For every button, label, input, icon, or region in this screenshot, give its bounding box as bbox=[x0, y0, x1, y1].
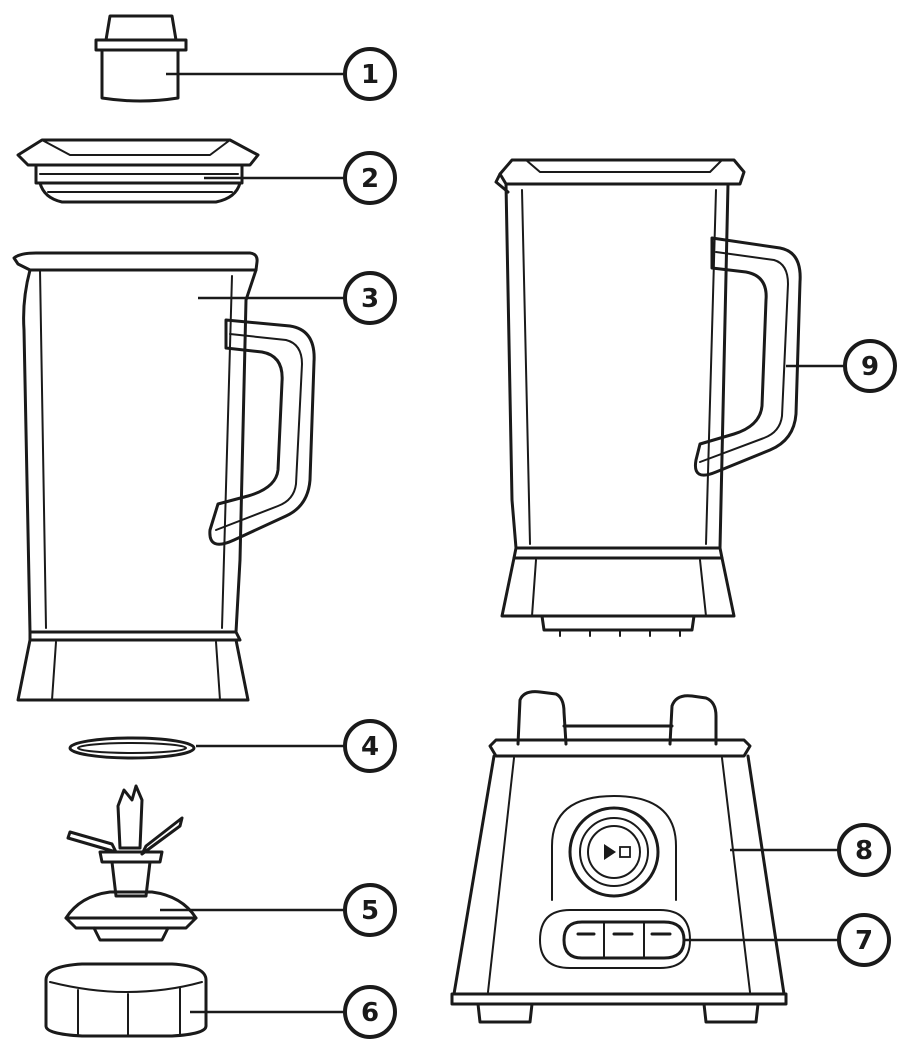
callout-4: 4 bbox=[343, 719, 397, 773]
callout-2: 2 bbox=[343, 151, 397, 205]
callout-5: 5 bbox=[343, 883, 397, 937]
callout-8: 8 bbox=[837, 823, 891, 877]
callout-number: 8 bbox=[855, 836, 873, 866]
callout-1: 1 bbox=[343, 47, 397, 101]
callout-number: 5 bbox=[361, 896, 379, 926]
callout-6: 6 bbox=[343, 985, 397, 1039]
lid bbox=[16, 138, 260, 204]
callout-number: 6 bbox=[361, 998, 379, 1028]
jar bbox=[12, 251, 316, 702]
play-stop-icon[interactable] bbox=[604, 844, 631, 860]
callout-number: 9 bbox=[861, 352, 879, 382]
callout-3: 3 bbox=[343, 271, 397, 325]
callout-number: 2 bbox=[361, 164, 379, 194]
control-buttons bbox=[562, 920, 686, 960]
motor-base bbox=[450, 690, 788, 1024]
callout-7: 7 bbox=[837, 913, 891, 967]
callout-number: 7 bbox=[855, 926, 873, 956]
callout-number: 4 bbox=[361, 732, 379, 762]
callout-9: 9 bbox=[843, 339, 897, 393]
sealing-ring bbox=[68, 736, 196, 760]
measuring-cap bbox=[94, 14, 188, 103]
blade-assembly bbox=[64, 784, 198, 942]
callout-number: 1 bbox=[361, 60, 379, 90]
leader-lines bbox=[160, 72, 844, 1014]
callout-number: 3 bbox=[361, 284, 379, 314]
assembled-jar bbox=[494, 158, 802, 637]
jar-base bbox=[44, 962, 208, 1038]
